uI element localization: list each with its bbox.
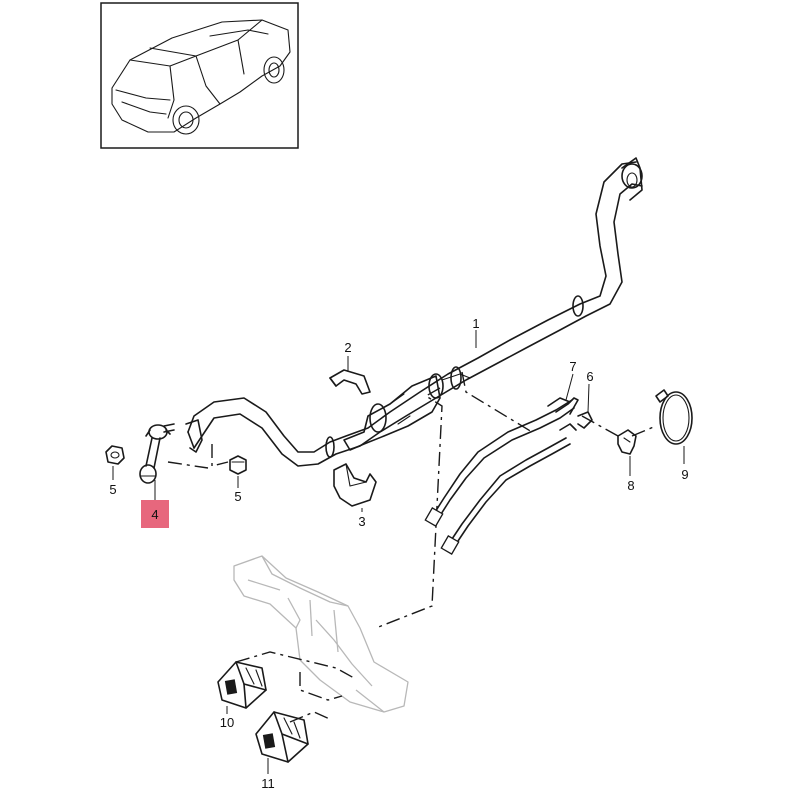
part-4-highlight (141, 500, 169, 528)
part-labels: 1 2 3 4 5 5 6 7 8 9 10 11 (109, 316, 688, 791)
part-label-4[interactable]: 4 (151, 507, 158, 522)
part-label-8[interactable]: 8 (627, 478, 634, 493)
callout-lines (112, 330, 685, 774)
stabilizer-link[interactable] (139, 423, 175, 484)
part-label-10[interactable]: 10 (220, 715, 234, 730)
part-label-9[interactable]: 9 (681, 467, 688, 482)
part-label-6[interactable]: 6 (586, 369, 593, 384)
part-label-5-bolt[interactable]: 5 (234, 489, 241, 504)
part-label-11[interactable]: 11 (261, 776, 275, 791)
clamp-ring[interactable] (655, 389, 693, 445)
part-label-1[interactable]: 1 (472, 316, 479, 331)
rubber-mount-rear[interactable] (255, 711, 309, 763)
clip[interactable] (617, 429, 637, 455)
stabilizer-bar[interactable] (185, 157, 643, 467)
vehicle-thumbnail (100, 2, 299, 149)
bushing-upper[interactable] (329, 369, 371, 395)
part-label-3[interactable]: 3 (358, 514, 365, 529)
part-label-2[interactable]: 2 (344, 340, 351, 355)
bolt[interactable] (229, 455, 247, 475)
rubber-mount-front[interactable] (217, 661, 267, 709)
bushing-lower[interactable] (333, 463, 377, 507)
hose-bracket[interactable] (577, 411, 593, 429)
part-label-7[interactable]: 7 (569, 359, 576, 374)
hose-line[interactable] (424, 397, 579, 555)
nut[interactable] (105, 445, 125, 465)
subframe-outline (233, 555, 409, 713)
part-label-5-nut[interactable]: 5 (109, 482, 116, 497)
